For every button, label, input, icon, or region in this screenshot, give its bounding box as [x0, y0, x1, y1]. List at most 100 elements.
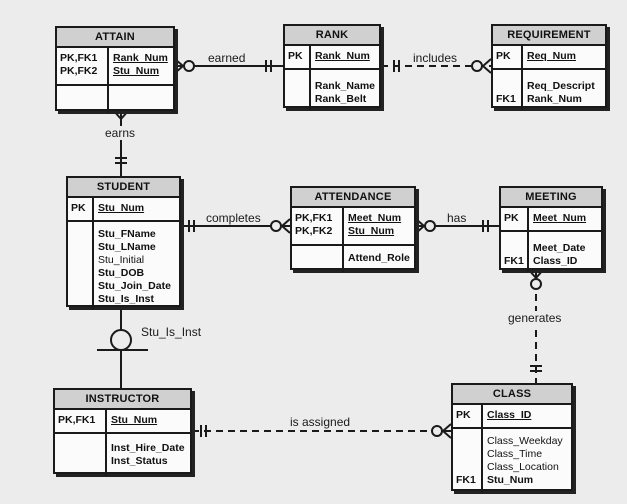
attr-section: Inst_Hire_Date Inst_Status — [55, 434, 190, 476]
attr-section — [57, 86, 173, 113]
key-label: PK — [456, 409, 471, 421]
key-label — [504, 242, 524, 255]
attribute: Req_Num — [527, 50, 577, 62]
entity-meeting[interactable]: MEETING PK Meet_Num FK1 Meet_Date Class_… — [499, 186, 603, 272]
attribute: Class_ID — [487, 409, 532, 421]
includes-many-optional-marker — [471, 58, 492, 74]
entity-title: INSTRUCTOR — [55, 390, 190, 410]
label-generates: generates — [506, 311, 564, 325]
pk-section: PK Meet_Num — [501, 208, 601, 232]
subtype-circle — [110, 329, 132, 351]
entity-title: ATTENDANCE — [292, 188, 414, 208]
attr-section: Attend_Role — [292, 246, 414, 272]
key-label — [496, 80, 518, 93]
attribute: Inst_Hire_Date — [111, 442, 185, 454]
attribute: Meet_Num — [533, 212, 587, 224]
attribute: Stu_Num — [111, 414, 158, 426]
attribute: Stu_Initial — [98, 254, 145, 266]
entity-title: STUDENT — [68, 178, 179, 198]
key-label: PK,FK1 — [60, 52, 98, 64]
label-earns: earns — [103, 126, 138, 140]
attr-section: FK1 Req_Descript Rank_Num — [493, 70, 605, 110]
has-one-mandatory-marker — [482, 220, 489, 232]
attribute: Class_ID — [533, 255, 578, 267]
label-earned: earned — [206, 51, 248, 65]
entity-attendance[interactable]: ATTENDANCE PK,FK1 PK,FK2 Meet_Num Stu_Nu… — [290, 186, 416, 272]
key-label: FK1 — [496, 93, 516, 105]
key-label: PK,FK2 — [295, 225, 333, 237]
label-has: has — [445, 211, 469, 225]
attribute: Inst_Status — [111, 455, 168, 467]
attribute: Rank_Belt — [314, 93, 367, 105]
attribute: Meet_Date — [533, 242, 586, 254]
attribute: Req_Descript — [527, 80, 595, 92]
label-subtype: Stu_Is_Inst — [141, 325, 202, 339]
attribute: Class_Time — [487, 448, 543, 460]
has-many-optional-marker — [415, 218, 436, 234]
entity-class[interactable]: CLASS PK Class_ID FK1 Class_Weekday Clas… — [451, 383, 573, 493]
entity-title: CLASS — [453, 385, 571, 405]
key-label: PK — [288, 50, 303, 62]
generates-one-mandatory-marker — [530, 365, 542, 372]
includes-one-mandatory-marker — [393, 60, 400, 72]
generates-many-optional-marker — [528, 269, 544, 290]
attribute: Stu_FName — [98, 228, 156, 240]
entity-title: MEETING — [501, 188, 601, 208]
attr-section: FK1 Class_Weekday Class_Time Class_Locat… — [453, 429, 571, 493]
attr-section: FK1 Meet_Date Class_ID — [501, 232, 601, 272]
is-assigned-many-optional-marker — [431, 423, 452, 439]
key-label: PK — [496, 50, 511, 62]
key-label — [456, 435, 478, 448]
attribute: Rank_Num — [527, 93, 582, 105]
attribute: Class_Weekday — [487, 435, 563, 447]
attribute: Class_Location — [487, 461, 559, 473]
attribute: Meet_Num — [348, 212, 402, 224]
earns-one-mandatory-marker — [115, 157, 127, 164]
key-label: PK — [71, 202, 86, 214]
entity-requirement[interactable]: REQUIREMENT PK Req_Num FK1 Req_Descript … — [491, 24, 607, 110]
label-completes: completes — [204, 211, 263, 225]
attribute: Rank_Num — [315, 50, 370, 62]
attribute: Attend_Role — [348, 252, 410, 264]
entity-title: ATTAIN — [57, 28, 173, 48]
earned-one-mandatory-marker — [265, 60, 272, 72]
key-label: FK1 — [456, 474, 476, 486]
pk-section: PK,FK1 Stu_Num — [55, 410, 190, 434]
key-label — [456, 461, 478, 474]
attr-section: Stu_FName Stu_LName Stu_Initial Stu_DOB … — [68, 222, 179, 309]
attribute: Stu_Num — [98, 202, 145, 214]
attribute: Stu_Is_Inst — [98, 293, 155, 305]
pk-section: PK Class_ID — [453, 405, 571, 429]
key-label: FK1 — [504, 255, 524, 267]
pk-section: PK,FK1 PK,FK2 Meet_Num Stu_Num — [292, 208, 414, 246]
key-label — [456, 448, 478, 461]
key-label: PK — [504, 212, 519, 224]
pk-section: PK Req_Num — [493, 46, 605, 70]
attr-section: Rank_Name Rank_Belt — [285, 70, 379, 110]
attribute: Stu_DOB — [98, 267, 145, 279]
pk-section: PK Rank_Num — [285, 46, 379, 70]
label-includes: includes — [411, 51, 460, 65]
completes-many-optional-marker — [270, 218, 291, 234]
label-is-assigned: is assigned — [288, 415, 353, 429]
earned-many-optional-marker — [174, 58, 195, 74]
key-label: PK,FK1 — [58, 414, 96, 426]
entity-title: RANK — [285, 26, 379, 46]
entity-instructor[interactable]: INSTRUCTOR PK,FK1 Stu_Num Inst_Hire_Date… — [53, 388, 192, 476]
attribute: Rank_Name — [314, 80, 375, 92]
entity-rank[interactable]: RANK PK Rank_Num Rank_Name Rank_Belt — [283, 24, 381, 110]
completes-one-mandatory-marker — [188, 220, 195, 232]
attribute: Stu_LName — [98, 241, 156, 253]
pk-section: PK Stu_Num — [68, 198, 179, 222]
earns-many-marker — [113, 110, 129, 120]
attribute: Rank_Num — [113, 52, 168, 64]
key-label: PK,FK2 — [60, 65, 98, 77]
entity-student[interactable]: STUDENT PK Stu_Num Stu_FName Stu_LName S… — [66, 176, 181, 309]
entity-title: REQUIREMENT — [493, 26, 605, 46]
attribute: Stu_Num — [113, 65, 160, 77]
attribute: Stu_Join_Date — [98, 280, 171, 292]
pk-section: PK,FK1 PK,FK2 Rank_Num Stu_Num — [57, 48, 173, 86]
key-label: PK,FK1 — [295, 212, 333, 224]
entity-attain[interactable]: ATTAIN PK,FK1 PK,FK2 Rank_Num Stu_Num — [55, 26, 175, 113]
